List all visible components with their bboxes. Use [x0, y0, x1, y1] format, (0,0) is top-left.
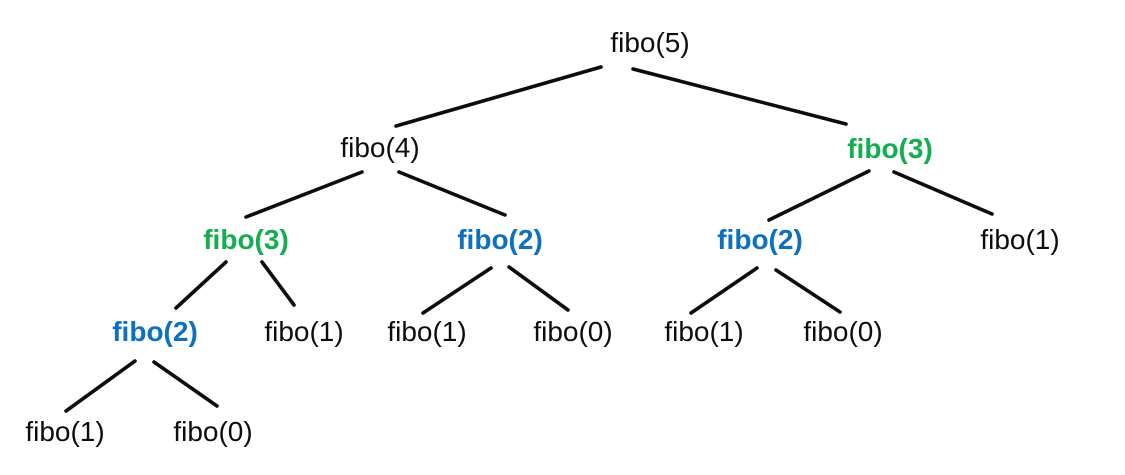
tree-edge — [689, 266, 759, 315]
tree-node-fibo4: fibo(4) — [340, 132, 420, 163]
tree-node-fibo1-far-right: fibo(1) — [980, 224, 1060, 255]
tree-edge — [421, 266, 493, 315]
tree-node-fibo0-l5: fibo(0) — [173, 416, 253, 447]
tree-edge — [774, 268, 842, 314]
tree-edge — [174, 260, 228, 310]
tree-node-fibo2-right: fibo(2) — [717, 224, 803, 255]
tree-node-fibo1-l4-a: fibo(1) — [264, 316, 344, 347]
tree-node-fibo1-l4-c: fibo(1) — [664, 316, 744, 347]
tree-node-fibo3-right: fibo(3) — [847, 133, 933, 164]
tree-edge — [152, 360, 219, 408]
tree-node-fibo2-mid: fibo(2) — [457, 224, 543, 255]
tree-edge — [260, 260, 296, 307]
tree-edge — [394, 65, 603, 128]
tree-node-fibo1-l5: fibo(1) — [25, 416, 105, 447]
tree-edge — [397, 170, 507, 217]
tree-edge — [507, 265, 570, 312]
tree-edge — [892, 170, 994, 216]
tree-edge — [64, 359, 137, 413]
tree-edge — [767, 169, 871, 222]
tree-node-fibo5-root: fibo(5) — [610, 27, 690, 58]
tree-node-fibo3-left: fibo(3) — [203, 224, 289, 255]
tree-node-fibo0-l4-a: fibo(0) — [533, 316, 613, 347]
tree-edge — [631, 67, 848, 126]
tree-node-fibo0-l4-b: fibo(0) — [803, 316, 883, 347]
tree-edge — [244, 170, 364, 219]
tree-node-fibo2-left: fibo(2) — [112, 316, 198, 347]
tree-node-fibo1-l4-b: fibo(1) — [387, 316, 467, 347]
